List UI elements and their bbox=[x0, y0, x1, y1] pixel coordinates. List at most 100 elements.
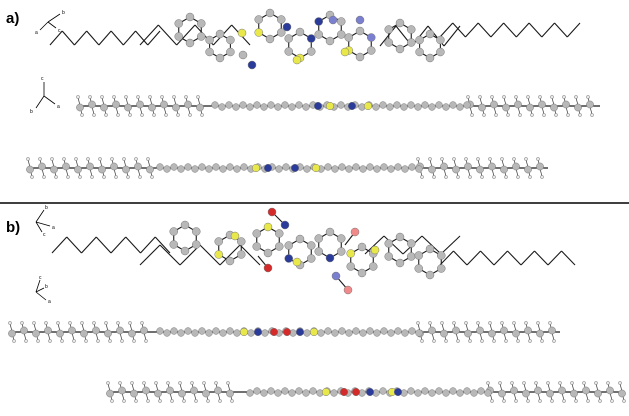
atom-c bbox=[395, 18, 405, 28]
atom-c bbox=[373, 165, 381, 173]
atom-h bbox=[178, 381, 182, 385]
atom-s bbox=[321, 387, 331, 397]
atom-c bbox=[8, 329, 16, 338]
atom-c bbox=[237, 250, 246, 259]
bond bbox=[239, 244, 261, 266]
atom-c bbox=[324, 163, 332, 171]
atom-c bbox=[534, 386, 542, 395]
bond bbox=[61, 30, 75, 46]
atom-h bbox=[464, 157, 468, 161]
atom-c bbox=[166, 386, 174, 395]
atom-c bbox=[180, 220, 190, 230]
atom-h bbox=[144, 339, 148, 343]
atom-h bbox=[80, 113, 84, 117]
atom-s bbox=[292, 55, 302, 65]
atom-c bbox=[265, 8, 275, 18]
atom-h bbox=[12, 339, 16, 343]
atom-c bbox=[148, 103, 156, 112]
atom-c bbox=[98, 165, 106, 174]
atom-c bbox=[309, 387, 317, 395]
atom-h bbox=[502, 399, 506, 403]
atom-c bbox=[124, 103, 132, 112]
atom-n bbox=[325, 253, 335, 263]
atom-c bbox=[428, 165, 436, 174]
atom-c bbox=[302, 103, 310, 111]
atom-c bbox=[282, 163, 290, 171]
atom-c bbox=[524, 326, 532, 335]
atom-c bbox=[239, 101, 247, 109]
atom-c bbox=[425, 244, 435, 254]
atom-c bbox=[470, 389, 478, 397]
bond bbox=[465, 22, 479, 38]
atom-h bbox=[122, 399, 126, 403]
atom-c bbox=[240, 163, 248, 171]
atom-h bbox=[38, 157, 42, 161]
bond bbox=[503, 22, 517, 38]
bond bbox=[383, 235, 404, 255]
atom-c bbox=[260, 389, 268, 397]
atom-n bbox=[331, 271, 341, 281]
atom-h bbox=[36, 339, 40, 343]
atom-h bbox=[524, 321, 528, 325]
atom-h bbox=[62, 157, 66, 161]
bond bbox=[199, 244, 221, 266]
atom-n bbox=[393, 387, 403, 397]
atom-c bbox=[128, 329, 136, 338]
bond bbox=[507, 250, 522, 266]
axis-triad-b-side: c b a bbox=[35, 275, 51, 305]
atom-c bbox=[226, 389, 234, 398]
bond bbox=[122, 30, 136, 46]
axis-triad-b-front: b a c bbox=[35, 205, 55, 238]
atom-h bbox=[124, 95, 128, 99]
atom-c bbox=[384, 25, 393, 34]
atom-c bbox=[379, 101, 387, 109]
atom-c bbox=[522, 389, 530, 398]
atom-h bbox=[110, 399, 114, 403]
atom-c bbox=[267, 387, 275, 395]
atom-c bbox=[20, 326, 28, 335]
atom-h bbox=[420, 339, 424, 343]
atom-c bbox=[380, 327, 388, 335]
atom-c bbox=[214, 237, 223, 246]
atom-c bbox=[197, 32, 206, 41]
atom-c bbox=[177, 165, 185, 173]
atom-c bbox=[355, 26, 365, 36]
atom-h bbox=[416, 157, 420, 161]
axis-label: b bbox=[62, 10, 65, 16]
atom-h bbox=[140, 113, 144, 117]
atom-h bbox=[494, 113, 498, 117]
atom-c bbox=[387, 329, 395, 337]
atom-c bbox=[261, 329, 269, 337]
atom-h bbox=[476, 157, 480, 161]
atom-h bbox=[550, 399, 554, 403]
atom-h bbox=[74, 157, 78, 161]
atom-n bbox=[355, 15, 365, 25]
atom-c bbox=[393, 101, 401, 109]
atom-c bbox=[142, 386, 150, 395]
atom-c bbox=[407, 252, 416, 261]
atom-c bbox=[288, 389, 296, 397]
atom-h bbox=[126, 175, 130, 179]
atom-h bbox=[56, 321, 60, 325]
atom-c bbox=[425, 270, 435, 280]
atom-h bbox=[550, 95, 554, 99]
atom-c bbox=[476, 326, 484, 335]
atom-c bbox=[88, 100, 96, 109]
atom-c bbox=[373, 329, 381, 337]
atom-c bbox=[226, 47, 235, 57]
atom-c bbox=[425, 53, 435, 63]
atom-h bbox=[50, 157, 54, 161]
atom-c bbox=[260, 103, 268, 111]
atom-c bbox=[414, 389, 422, 397]
atom-c bbox=[284, 241, 293, 250]
atom-h bbox=[142, 381, 146, 385]
atom-c bbox=[314, 234, 323, 243]
atom-h bbox=[618, 381, 622, 385]
atom-c bbox=[387, 165, 395, 173]
atom-c bbox=[136, 100, 144, 109]
atom-c bbox=[618, 389, 626, 398]
atom-c bbox=[574, 103, 582, 112]
atom-n bbox=[307, 34, 316, 43]
atom-h bbox=[218, 399, 222, 403]
